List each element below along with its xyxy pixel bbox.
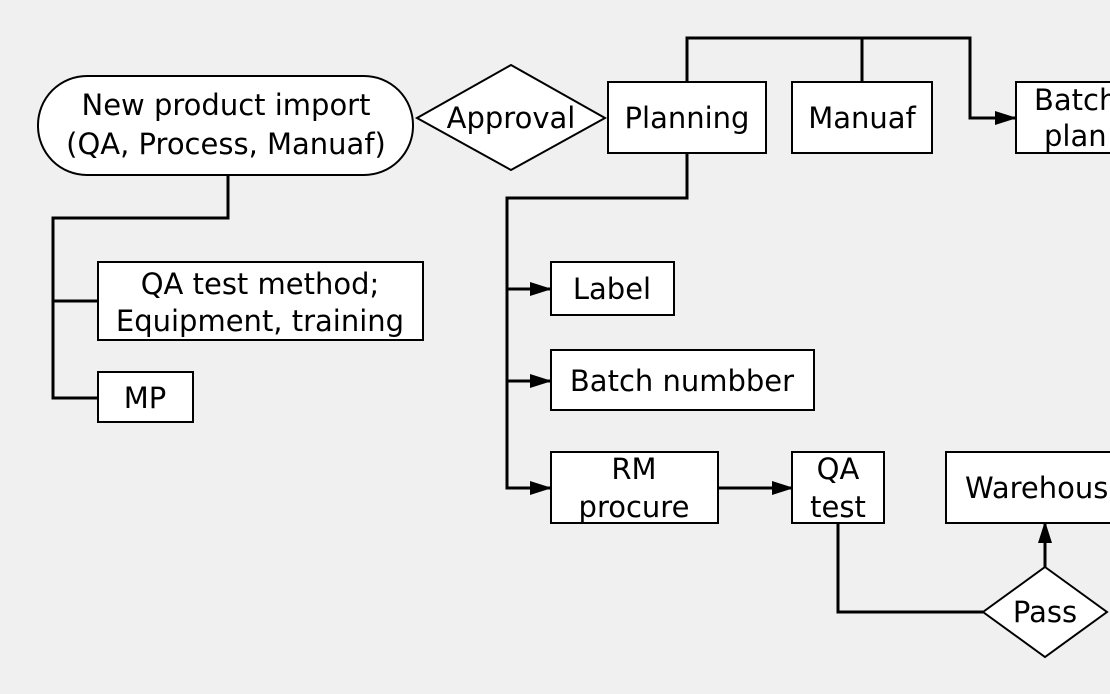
node-qa-test-method-line2: Equipment, training <box>116 304 404 338</box>
node-warehouse-label: Warehouse <box>965 471 1110 505</box>
node-label[interactable]: Label <box>550 261 675 316</box>
node-rm-procure-line2: procure <box>579 490 690 524</box>
node-qa-test-line2: test <box>810 490 866 524</box>
node-warehouse[interactable]: Warehouse <box>945 451 1110 524</box>
node-approval[interactable]: Approval <box>414 63 608 172</box>
node-mp-label: MP <box>124 381 167 415</box>
node-batch-plan-line1: Batch <box>1034 83 1110 117</box>
node-new-product-import[interactable]: New product import (QA, Process, Manuaf) <box>37 75 414 176</box>
node-new-product-import-line1: New product import <box>82 88 371 122</box>
node-approval-label: Approval <box>447 101 576 135</box>
node-planning[interactable]: Planning <box>607 81 767 154</box>
node-manuaf-label: Manuaf <box>808 101 916 135</box>
node-batch-number-label: Batch numbber <box>570 364 794 398</box>
connector-import-to-branches <box>51 175 230 400</box>
node-qa-test[interactable]: QA test <box>791 451 885 524</box>
node-qa-test-line1: QA <box>817 452 860 486</box>
node-new-product-import-line2: (QA, Process, Manuaf) <box>66 127 386 161</box>
node-pass[interactable]: Pass <box>981 565 1109 659</box>
node-label-label: Label <box>573 272 651 306</box>
node-batch-plan-line2: plan <box>1044 119 1107 153</box>
node-rm-procure[interactable]: RM procure <box>550 451 719 524</box>
node-batch-number[interactable]: Batch numbber <box>550 349 815 411</box>
node-rm-procure-line1: RM <box>611 452 656 486</box>
connector-planning-to-batch-plan <box>685 36 1017 125</box>
node-qa-test-method[interactable]: QA test method; Equipment, training <box>97 261 424 341</box>
node-pass-label: Pass <box>1013 595 1077 629</box>
node-qa-test-method-line1: QA test method; <box>141 267 380 301</box>
node-mp[interactable]: MP <box>97 371 194 423</box>
node-planning-label: Planning <box>625 101 750 135</box>
node-batch-plan[interactable]: Batch plan <box>1015 81 1110 154</box>
connector-qa-test-to-pass <box>836 523 983 614</box>
connectors <box>51 36 1052 614</box>
node-manuaf[interactable]: Manuaf <box>791 81 933 154</box>
connector-planning-to-branches <box>505 153 689 495</box>
